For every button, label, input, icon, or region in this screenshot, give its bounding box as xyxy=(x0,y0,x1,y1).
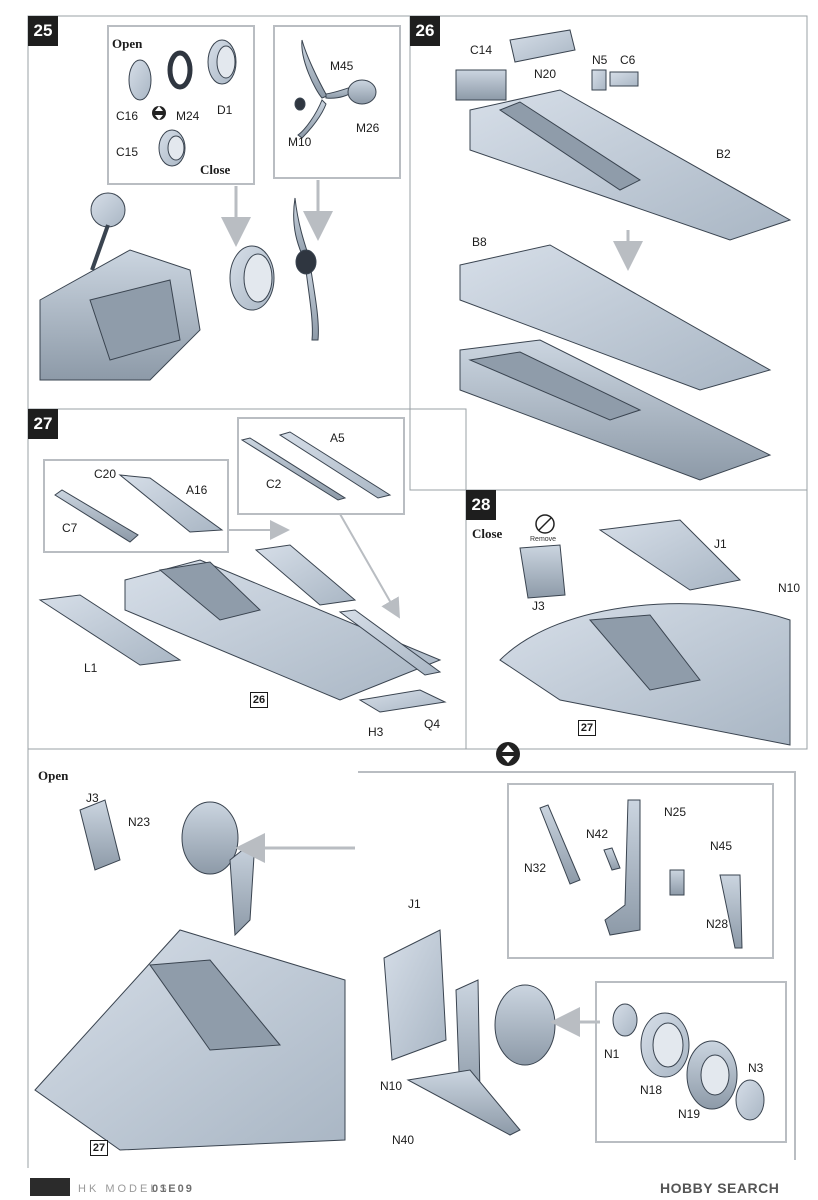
open-part-n10: N10 xyxy=(380,1079,403,1093)
step27-wing xyxy=(38,544,447,713)
gear-leg-subassembly xyxy=(539,799,743,949)
step25-propeller-small xyxy=(294,39,377,139)
open-view-label: Open xyxy=(38,768,69,783)
part-a16: A16 xyxy=(186,483,208,497)
part-b8: B8 xyxy=(472,235,487,249)
step25-open-label: Open xyxy=(112,36,143,51)
open-step-ref-27: 27 xyxy=(90,1140,108,1156)
open-wing-gear xyxy=(34,799,346,1151)
step26-upper-fuselage xyxy=(455,29,792,241)
part-c2: C2 xyxy=(266,477,282,491)
remove-icon xyxy=(535,514,555,534)
part-n5: N5 xyxy=(592,53,608,67)
open-part-n25: N25 xyxy=(664,805,687,819)
open-part-n3: N3 xyxy=(748,1061,764,1075)
part-n20: N20 xyxy=(534,67,557,81)
part-b2: B2 xyxy=(716,147,731,161)
step25-engine-assembly xyxy=(39,192,319,381)
remove-label: Remove xyxy=(530,536,557,543)
open-part-n1: N1 xyxy=(604,1047,620,1061)
part-c15: C15 xyxy=(116,145,139,159)
open-part-n19: N19 xyxy=(678,1107,701,1121)
panel-frames xyxy=(27,15,808,1168)
open-close-toggle-icon xyxy=(152,106,166,120)
gear-door-and-wheel xyxy=(383,929,556,1136)
part-m24: M24 xyxy=(176,109,200,123)
part-c7: C7 xyxy=(62,521,78,535)
open-part-n18: N18 xyxy=(640,1083,663,1097)
part-q4: Q4 xyxy=(424,717,441,731)
step-26-number: 26 xyxy=(410,16,440,46)
part-c16: C16 xyxy=(116,109,139,123)
step28-close-label: Close xyxy=(472,526,503,541)
footer-brand: HK MODELS xyxy=(78,1183,170,1195)
step28-part-j1: J1 xyxy=(714,537,727,551)
footer-code: 01E09 xyxy=(152,1183,194,1195)
open-part-n42: N42 xyxy=(586,827,609,841)
step28-part-n10: N10 xyxy=(778,581,801,595)
open-part-n23: N23 xyxy=(128,815,151,829)
open-close-toggle-icon-2 xyxy=(496,742,520,766)
part-h3: H3 xyxy=(368,725,384,739)
watermark: HOBBY SEARCH xyxy=(660,1180,780,1196)
wheel-subassembly xyxy=(612,1003,765,1121)
step28-wing xyxy=(499,519,791,746)
step-27-number: 27 xyxy=(28,409,58,439)
step25-ring-assembly xyxy=(128,39,237,167)
open-part-n40: N40 xyxy=(392,1133,415,1147)
brand-logo xyxy=(30,1178,70,1196)
open-part-j1: J1 xyxy=(408,897,421,911)
step-28-number: 28 xyxy=(466,490,496,520)
step25-close-label: Close xyxy=(200,162,231,177)
step28-part-j3: J3 xyxy=(532,599,545,613)
open-part-j3: J3 xyxy=(86,791,99,805)
step-25-number: 25 xyxy=(28,16,58,46)
open-part-n45: N45 xyxy=(710,839,733,853)
step26-lower-fuselage xyxy=(459,244,772,481)
part-c14: C14 xyxy=(470,43,493,57)
part-c20: C20 xyxy=(94,467,117,481)
part-m10: M10 xyxy=(288,135,312,149)
step-ref-27: 27 xyxy=(578,720,596,736)
part-m26: M26 xyxy=(356,121,380,135)
step-ref-26: 26 xyxy=(250,692,268,708)
part-m45: M45 xyxy=(330,59,354,73)
open-part-n32: N32 xyxy=(524,861,547,875)
part-l1: L1 xyxy=(84,661,98,675)
step27-flap-parts xyxy=(54,431,392,543)
part-a5: A5 xyxy=(330,431,345,445)
part-c6: C6 xyxy=(620,53,636,67)
part-d1: D1 xyxy=(217,103,233,117)
open-part-n28: N28 xyxy=(706,917,729,931)
